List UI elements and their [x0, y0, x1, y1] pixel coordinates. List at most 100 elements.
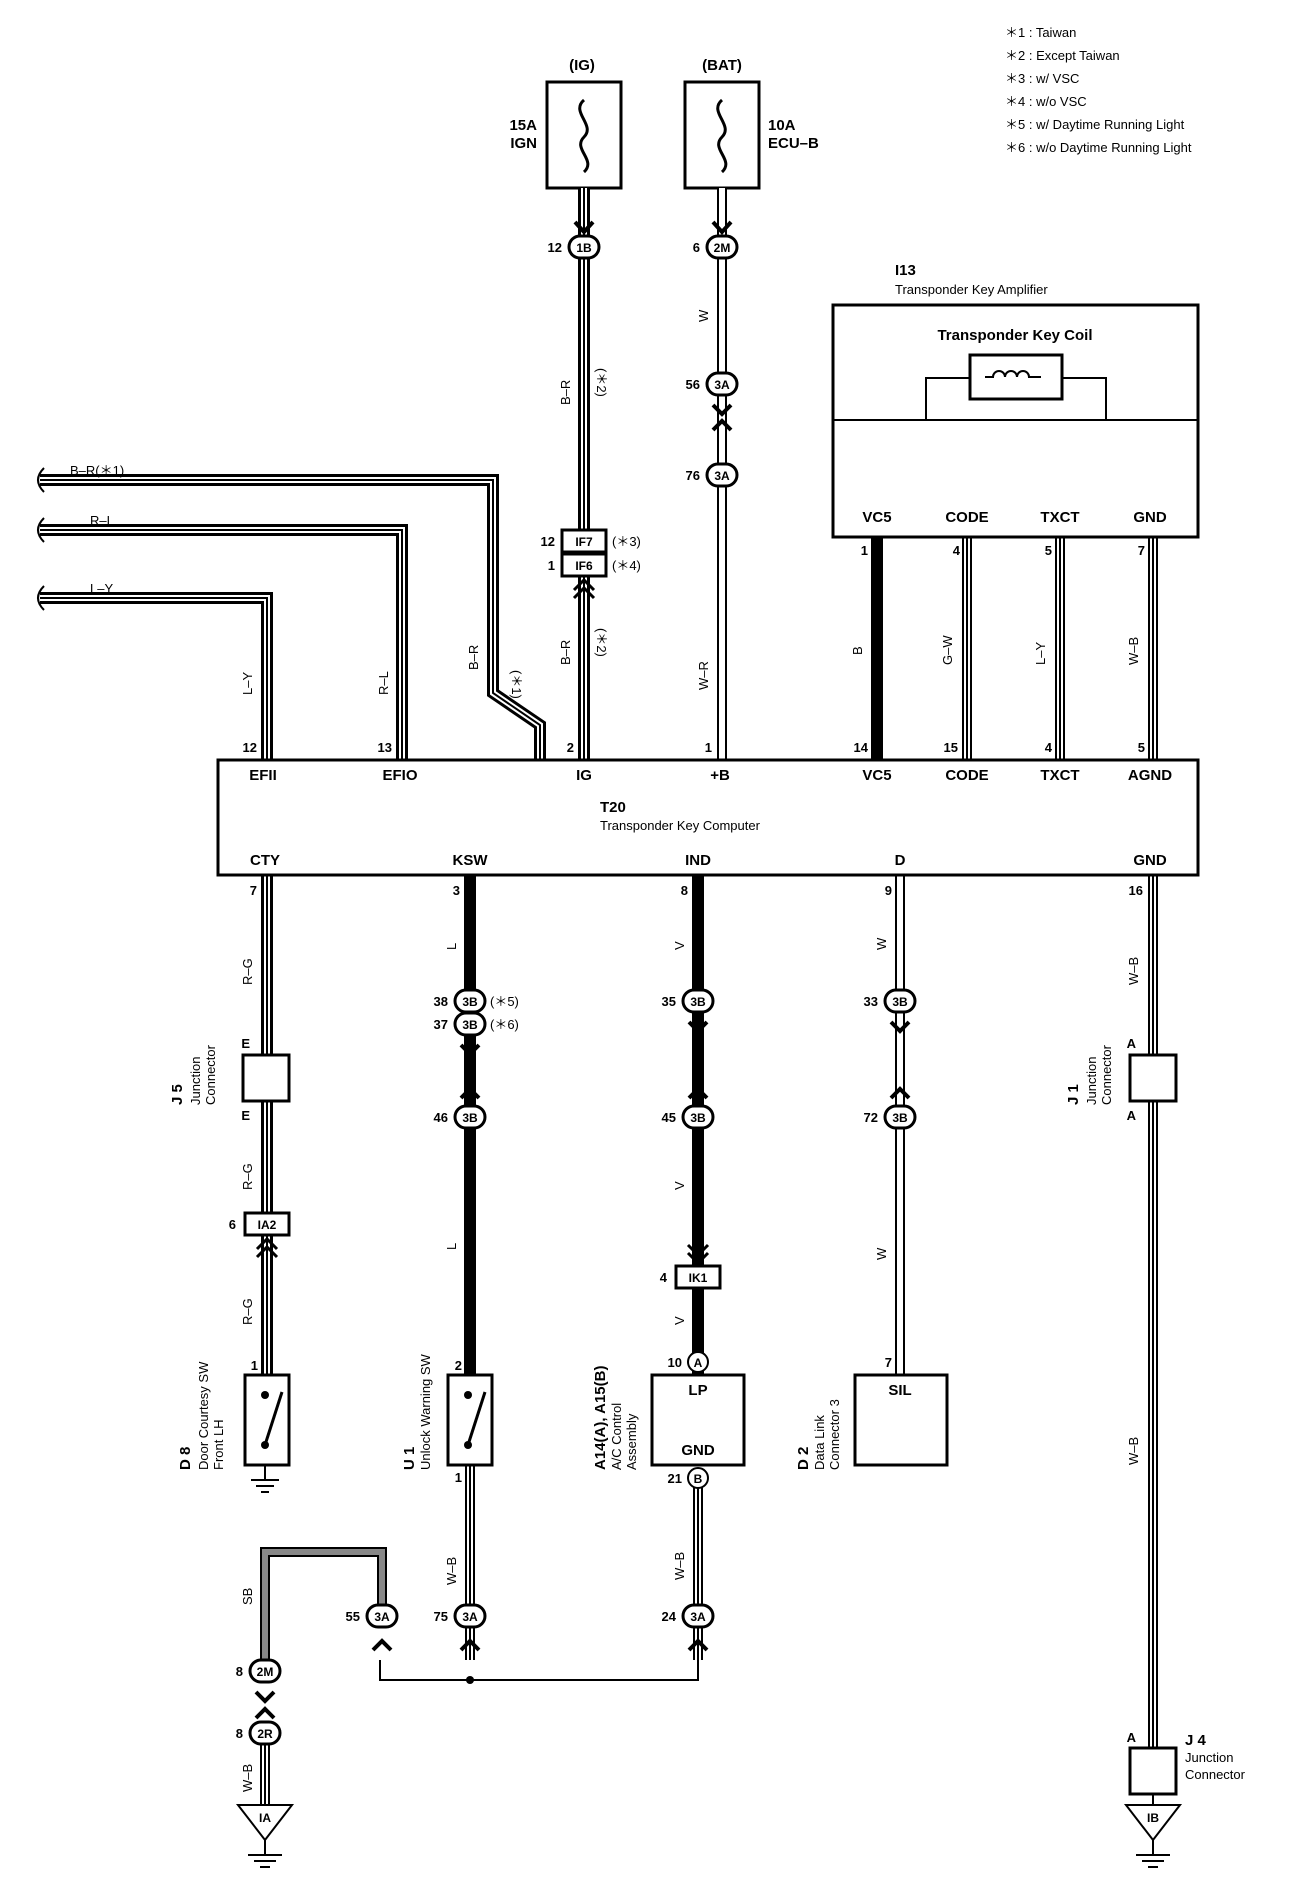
wire-label-br-ig-top-note: (＊2): [594, 368, 609, 397]
term-cty: CTY: [250, 852, 280, 869]
d8-switch-contact: [263, 1391, 284, 1446]
fuse-ign: (IG) 15A IGN: [509, 57, 623, 190]
wire-label-rl: R–L: [90, 513, 114, 528]
pin-ksw: 3: [453, 883, 460, 898]
a14-term-lp: LP: [688, 1382, 707, 1399]
junction-connector-j1: A A J 1 Junction Connector: [1065, 1036, 1178, 1123]
j1-name1: Junction: [1084, 1057, 1099, 1105]
amp-pin-4: 4: [953, 543, 961, 558]
wire-rl: [40, 524, 408, 760]
connector-2m-top-id: 2M: [714, 241, 731, 255]
wire-label-br-star1-note: (＊1): [509, 670, 524, 699]
connector-3b-72-id: 3B: [892, 1111, 908, 1125]
fuse-ign-name: IGN: [510, 135, 537, 152]
u1-box: [446, 1373, 494, 1467]
pin-efio: 13: [378, 740, 392, 755]
ground-bus: [379, 1660, 699, 1681]
wire-label-b: B: [850, 646, 865, 655]
connector-3b-45-id: 3B: [690, 1111, 706, 1125]
wire-ly: [40, 592, 273, 760]
connector-if6-note: (＊4): [612, 558, 641, 573]
connector-3b-35: 3B 35: [662, 988, 715, 1100]
wire-label-rg3: R–G: [240, 1298, 255, 1325]
j5-code: J 5: [169, 1084, 186, 1105]
connector-3a-76-pin: 76: [686, 468, 700, 483]
junction-arrows: [889, 1020, 911, 1100]
wire-label-wb-gnd2: W–B: [1126, 1437, 1141, 1465]
ground-icon: [248, 1854, 282, 1868]
connector-2m: 2M 8: [236, 1658, 282, 1720]
term-vc5: VC5: [862, 767, 891, 784]
wires: [37, 188, 1158, 1805]
connector-if7-id: IF7: [575, 535, 593, 549]
connector-2r-id: 2R: [257, 1727, 273, 1741]
connector-2m-top-pin: 6: [693, 240, 700, 255]
connector-ia2: IA2 6: [229, 1211, 291, 1259]
wire-label-wr: W–R: [696, 661, 711, 690]
notes-legend: ＊1 : Taiwan ＊2 : Except Taiwan ＊3 : w/ V…: [1005, 25, 1192, 155]
a14-code: A14(A), A15(B): [592, 1366, 609, 1470]
amp-term-code: CODE: [945, 509, 988, 526]
term-ig: IG: [576, 767, 592, 784]
wire-br-star1: [40, 474, 546, 760]
ground-ib-label: IB: [1147, 1811, 1159, 1825]
wire-label-v1: V: [672, 941, 687, 950]
connector-ia2-id: IA2: [258, 1218, 277, 1232]
ground-ia-label: IA: [259, 1811, 271, 1825]
connector-3a-24: 3A 24: [662, 1603, 715, 1652]
pin-ig: 2: [567, 740, 574, 755]
j4-pin: A: [1127, 1730, 1137, 1745]
d2-box: [853, 1373, 949, 1467]
connector-if7-note: (＊3): [612, 534, 641, 549]
term-ksw: KSW: [453, 852, 489, 869]
connector-if6-pin: 1: [548, 558, 555, 573]
j1-box: [1128, 1053, 1178, 1103]
d2-pin: 7: [885, 1355, 892, 1370]
junction-arrows: [687, 1020, 709, 1100]
d2-name1: Data Link: [812, 1415, 827, 1470]
amplifier-name: Transponder Key Amplifier: [895, 282, 1048, 297]
junction-connector-j5: E E J 5 Junction Connector: [169, 1036, 291, 1123]
term-plusb: +B: [710, 767, 730, 784]
wire-label-w1: W: [874, 937, 889, 950]
wire-label-gw: G–W: [940, 635, 955, 665]
connector-3b-37-note: (＊6): [490, 1017, 519, 1032]
connector-2r: 2R 8: [236, 1720, 282, 1746]
wire-label-v3: V: [672, 1316, 687, 1325]
wire-label-v2: V: [672, 1181, 687, 1190]
connector-3b-45-pin: 45: [662, 1110, 676, 1125]
wire-label-sb: SB: [240, 1588, 255, 1605]
term-d: D: [895, 852, 906, 869]
connector-3b-38-note: (＊5): [490, 994, 519, 1009]
a14-box: [650, 1373, 746, 1467]
connector-3a-75: 3A 75: [434, 1603, 487, 1652]
amplifier-code: I13: [895, 262, 916, 279]
fuse-ecub-name: ECU–B: [768, 135, 819, 152]
j4-name2: Connector: [1185, 1767, 1246, 1782]
connector-3a-55: 3A 55: [346, 1603, 399, 1652]
connector-arrows: [572, 577, 596, 600]
d2-code: D 2: [795, 1447, 812, 1470]
d2-name2: Connector 3: [827, 1399, 842, 1470]
wire-label-rg2: R–G: [240, 1163, 255, 1190]
wire-label-rl-v: R–L: [376, 671, 391, 695]
term-efio: EFIO: [382, 767, 417, 784]
pin-efii: 12: [243, 740, 257, 755]
connector-1b: 1B 12: [548, 220, 601, 260]
wire-label-rg1: R–G: [240, 958, 255, 985]
wire-label-w-top: W: [696, 309, 711, 322]
a14-name2: Assembly: [624, 1413, 639, 1470]
connector-3a-24-id: 3A: [690, 1610, 706, 1624]
junction-arrows: [459, 1043, 481, 1100]
transponder-key-computer: T20 Transponder Key Computer EFII EFIO I…: [216, 740, 1200, 898]
a14-name1: A/C Control: [609, 1403, 624, 1470]
ground-point-ia: IA: [235, 1804, 295, 1868]
u1-pin-top: 2: [455, 1358, 462, 1373]
note-6: ＊6 : w/o Daytime Running Light: [1005, 140, 1192, 155]
wire-label-wb-amp: W–B: [1126, 637, 1141, 665]
coil-label: Transponder Key Coil: [937, 327, 1092, 344]
connector-2m-pin: 8: [236, 1664, 243, 1679]
computer-box: [216, 758, 1200, 877]
break-mark: [37, 585, 45, 611]
connector-3b-45: 3B 45: [662, 1104, 715, 1130]
